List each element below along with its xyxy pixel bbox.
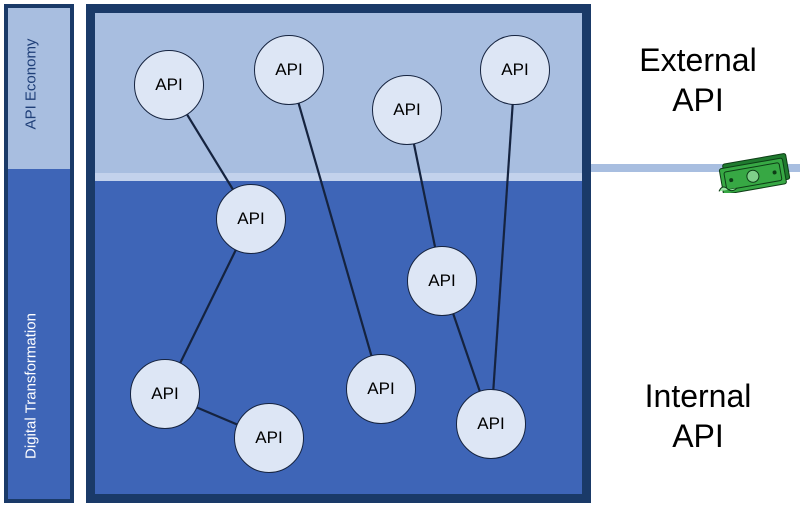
- api-node: API: [456, 389, 526, 459]
- api-node: API: [216, 184, 286, 254]
- api-node: API: [130, 359, 200, 429]
- sidebar-api-economy-band: [8, 8, 70, 169]
- api-node: API: [234, 403, 304, 473]
- api-node: API: [480, 35, 550, 105]
- boundary-extension-line: [591, 164, 726, 172]
- api-node: API: [134, 50, 204, 120]
- money-icon: [718, 153, 791, 193]
- internal-api-label-line2: API: [672, 418, 724, 454]
- external-api-label-line1: External: [639, 42, 757, 78]
- api-node: API: [346, 354, 416, 424]
- zone-boundary: [95, 173, 582, 181]
- sidebar-label-api-economy: API Economy: [22, 38, 40, 130]
- boundary-extension-line-right: [778, 164, 800, 172]
- sidebar: [4, 4, 74, 503]
- api-node: API: [254, 35, 324, 105]
- sidebar-label-digital-transformation: Digital Transformation: [22, 313, 40, 459]
- internal-api-label-line1: Internal: [644, 378, 752, 414]
- external-api-label: External API: [639, 40, 756, 120]
- external-api-label-line2: API: [672, 82, 724, 118]
- api-node: API: [407, 246, 477, 316]
- api-node: API: [372, 75, 442, 145]
- internal-api-label: Internal API: [645, 376, 752, 456]
